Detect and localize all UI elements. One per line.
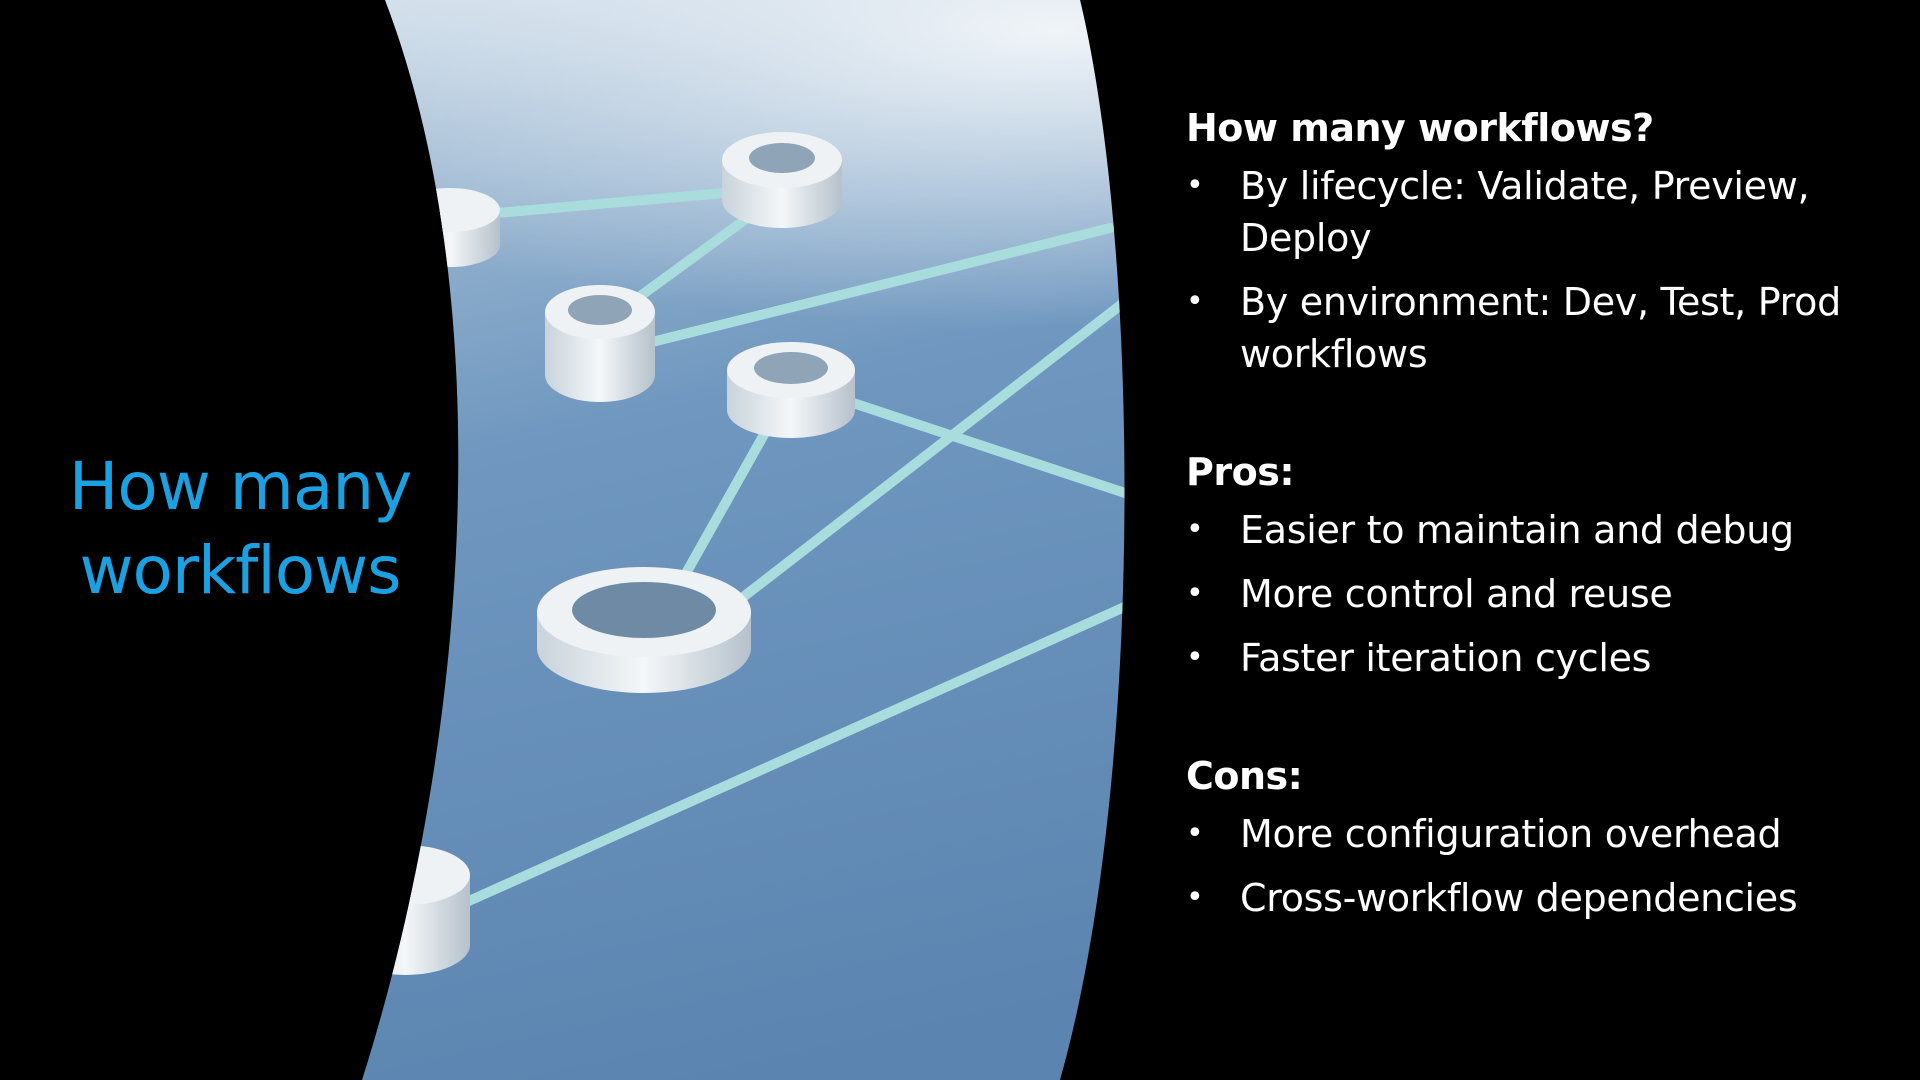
- bullet-text: Easier to maintain and debug: [1240, 508, 1794, 552]
- slide-content: How many workflows? • By lifecycle: Vali…: [1186, 102, 1886, 990]
- bullet-icon: •: [1186, 284, 1204, 319]
- slide-title-line-2: workflows: [79, 532, 401, 609]
- slide-title: How many workflows: [40, 445, 440, 613]
- bullet-list: • By lifecycle: Validate, Preview, Deplo…: [1186, 160, 1886, 380]
- list-item: • By environment: Dev, Test, Prod workfl…: [1186, 276, 1886, 380]
- section-how-many: How many workflows? • By lifecycle: Vali…: [1186, 102, 1886, 380]
- bullet-icon: •: [1186, 512, 1204, 547]
- section-cons: Cons: • More configuration overhead • Cr…: [1186, 750, 1886, 924]
- bullet-list: • Easier to maintain and debug • More co…: [1186, 504, 1886, 684]
- bullet-icon: •: [1186, 880, 1204, 915]
- section-heading: Pros:: [1186, 450, 1295, 494]
- section-pros: Pros: • Easier to maintain and debug • M…: [1186, 446, 1886, 684]
- bullet-icon: •: [1186, 640, 1204, 675]
- list-item: • Faster iteration cycles: [1186, 632, 1886, 684]
- bullet-text: More configuration overhead: [1240, 812, 1782, 856]
- section-heading: How many workflows?: [1186, 106, 1654, 150]
- bullet-text: Faster iteration cycles: [1240, 636, 1652, 680]
- list-item: • Cross-workflow dependencies: [1186, 872, 1886, 924]
- section-heading: Cons:: [1186, 754, 1303, 798]
- bullet-text: More control and reuse: [1240, 572, 1673, 616]
- bullet-text: By environment: Dev, Test, Prod workflow…: [1240, 280, 1841, 376]
- list-item: • By lifecycle: Validate, Preview, Deplo…: [1186, 160, 1886, 264]
- bullet-list: • More configuration overhead • Cross-wo…: [1186, 808, 1886, 924]
- list-item: • Easier to maintain and debug: [1186, 504, 1886, 556]
- bullet-icon: •: [1186, 168, 1204, 203]
- list-item: • More configuration overhead: [1186, 808, 1886, 860]
- list-item: • More control and reuse: [1186, 568, 1886, 620]
- slide-title-line-1: How many: [68, 448, 413, 525]
- bullet-icon: •: [1186, 576, 1204, 611]
- bullet-text: Cross-workflow dependencies: [1240, 876, 1798, 920]
- bullet-text: By lifecycle: Validate, Preview, Deploy: [1240, 164, 1810, 260]
- bullet-icon: •: [1186, 816, 1204, 851]
